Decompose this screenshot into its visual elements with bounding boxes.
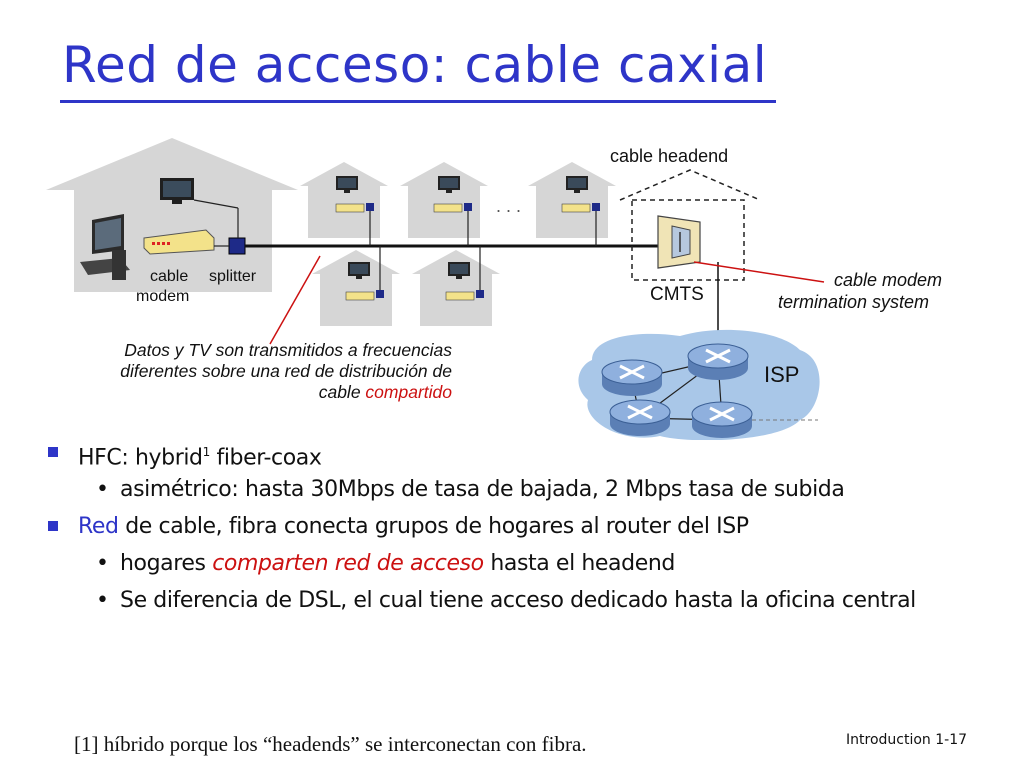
sub-bullet-item: • asimétrico: hasta 30Mbps de tasa de ba… [44,471,1004,508]
bullet-text-tail: fiber-coax [209,445,322,471]
square-bullet-icon [48,447,58,457]
square-bullet-icon [48,521,58,531]
home-bottom-1 [312,246,400,326]
home-top-2 [400,162,488,246]
caption-line1: Datos y TV son transmitidos a frecuencia… [124,340,452,360]
cable-modem-label-line1: cable [150,268,189,285]
diagram-caption: Datos y TV son transmitidos a frecuencia… [10,340,452,403]
bullet-text: de cable, fibra conecta grupos de hogare… [118,514,749,539]
sub-bullet-item: • Se diferencia de DSL, el cual tiene ac… [44,582,1004,619]
slide-number: 1-17 [935,732,968,748]
cable-headend-label: cable headend [610,146,729,166]
router-icon [690,400,754,440]
bullet-item: HFC: hybrid1 fiber-coax [44,434,1004,471]
round-bullet-icon: • [96,477,109,502]
bullet-list: HFC: hybrid1 fiber-coax • asimétrico: ha… [44,434,1004,619]
caption-line3-text: cable [318,382,366,402]
footer-label: Introduction [846,732,931,748]
caption-line3: cable compartido [10,382,452,403]
splitter-label: splitter [209,268,257,285]
sub-bullet-text: asimétrico: hasta 30Mbps de tasa de baja… [120,477,845,502]
bullet-text: HFC: hybrid [78,445,203,471]
cmts-description-line2: termination system [778,292,930,312]
cable-headend-box [619,169,761,281]
home-large [46,138,298,292]
home-bottom-2 [412,246,500,326]
isp-label: ISP [764,362,800,387]
caption-line3-highlight: compartido [365,382,452,402]
cmts-description-line1: cable modem [834,270,943,290]
isp-cloud [578,329,820,440]
sub-bullet-highlight: comparten red de acceso [212,551,484,576]
home-top-3 [528,162,616,246]
router-icon [608,398,672,438]
router-icon [600,358,664,398]
bullet-item: Red de cable, fibra conecta grupos de ho… [44,508,1004,545]
bullet-text-highlight: Red [78,514,119,539]
round-bullet-icon: • [96,588,109,613]
slide-footer: Introduction 1-17 [846,732,967,748]
cable-modem-label-line2: modem [136,288,190,305]
cmts-label: CMTS [650,284,704,305]
more-homes-ellipsis: . . . [496,196,522,216]
slide-title: Red de acceso: cable caxial [62,36,768,94]
title-underline [60,100,776,103]
footnote: [1] híbrido porque los “headends” se int… [74,732,587,756]
sub-bullet-text: hogares [120,551,213,576]
sub-bullet-text-tail: hasta el headend [483,551,675,576]
hfc-network-diagram [46,138,825,440]
router-icon [686,342,750,382]
home-top-1 [300,162,388,246]
sub-bullet-item: • hogares comparten red de acceso hasta … [44,545,1004,582]
round-bullet-icon: • [96,551,109,576]
caption-line2: diferentes sobre una red de distribución… [120,361,452,381]
sub-bullet-text: Se diferencia de DSL, el cual tiene acce… [120,588,916,613]
footnote-marker: 1 [202,445,211,459]
